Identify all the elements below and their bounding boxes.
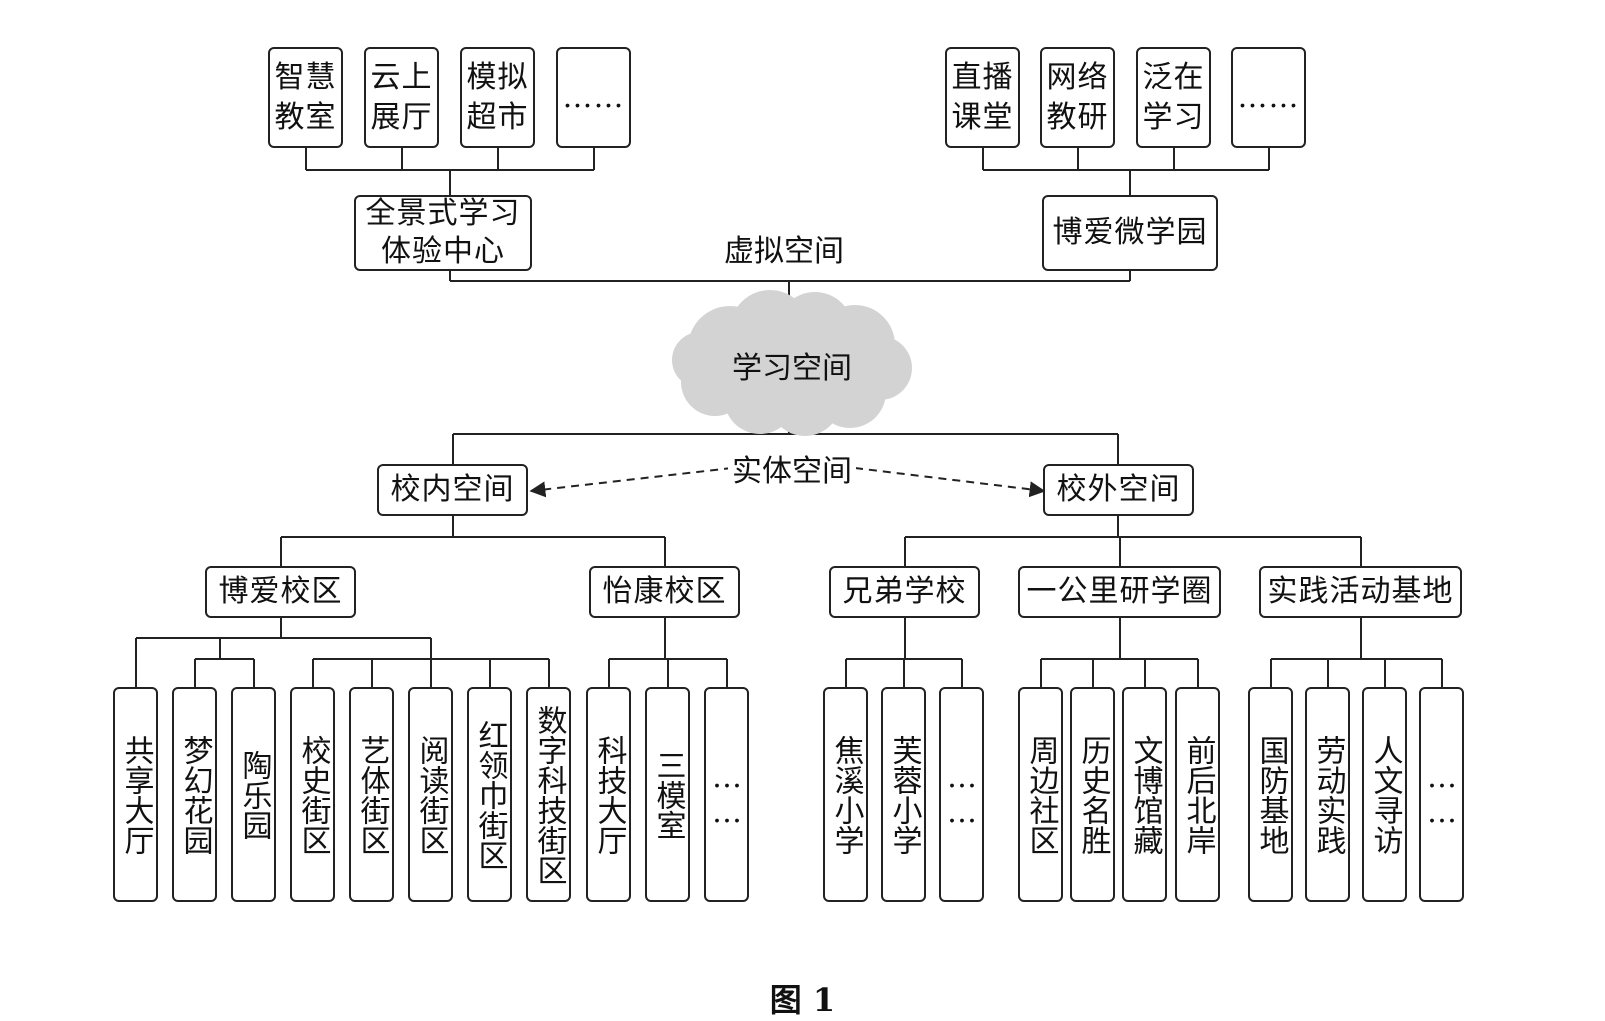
leaf-tech-hall: 科技大厅 (586, 687, 631, 902)
node-boai-campus: 博爱校区 (205, 566, 356, 618)
leaf-historic-sites: 历史名胜 (1070, 687, 1115, 902)
node-label: 云上 展厅 (370, 59, 433, 135)
cloud-shape (672, 290, 912, 436)
node-label: 博爱微学园 (1052, 215, 1208, 250)
node-etc-top-right: …… (1231, 47, 1306, 148)
node-label: 网络 教研 (1046, 59, 1109, 135)
leaf-three-model-room: 三模室 (645, 687, 690, 902)
leaf-furong-school: 芙蓉小学 (881, 687, 926, 902)
node-yikang-campus: 怡康校区 (589, 566, 740, 618)
leaf-label: …… (944, 759, 980, 830)
node-label: 一公里研学圈 (1026, 574, 1213, 609)
leaf-label: 人文寻访 (1367, 734, 1403, 855)
leaf-label: 文博馆藏 (1127, 734, 1163, 855)
leaf-label: 陶乐园 (236, 749, 272, 840)
cloud-puff (672, 332, 728, 388)
node-label: 泛在 学习 (1142, 59, 1205, 135)
figure-caption: 图 1 (769, 981, 836, 1019)
node-live-class: 直播 课堂 (945, 47, 1020, 148)
leaf-etc-sister: …… (939, 687, 984, 902)
connector-top-right (982, 148, 1270, 195)
cloud-puff (735, 310, 845, 420)
connector-virtual-bus (449, 271, 1131, 318)
dashed-arrow-right (854, 467, 1046, 498)
connector-yikang-leaves (608, 618, 728, 687)
node-label: 直播 课堂 (951, 59, 1014, 135)
leaf-label: …… (709, 759, 745, 830)
leaf-jiaoxi-school: 焦溪小学 (823, 687, 868, 902)
connector-base-leaves (1270, 618, 1443, 687)
leaf-reading-block: 阅读街区 (408, 687, 453, 902)
connector-outside (904, 516, 1362, 566)
label-physical-space: 实体空间 (728, 446, 856, 490)
node-one-km-circle: 一公里研学圈 (1018, 566, 1221, 618)
leaf-label: 艺体街区 (354, 734, 390, 855)
node-cloud-hall: 云上 展厅 (364, 47, 439, 148)
node-ubiquitous-learning: 泛在 学习 (1136, 47, 1211, 148)
leaf-label: 数字科技街区 (531, 704, 567, 885)
connector-sister-leaves (845, 618, 963, 687)
node-label: 校内空间 (390, 472, 515, 507)
leaf-label: 梦幻花园 (177, 734, 213, 855)
connector-top-left (305, 148, 595, 195)
leaf-label: 科技大厅 (591, 734, 627, 855)
leaf-label: 校史街区 (295, 734, 331, 855)
connector-boai-leaves (135, 618, 550, 687)
leaf-museums: 文博馆藏 (1122, 687, 1167, 902)
connector-circle-leaves (1040, 618, 1199, 687)
dashed-arrow-left (529, 467, 733, 498)
leaf-label: 芙蓉小学 (886, 734, 922, 855)
leaf-red-scarf-block: 红领巾街区 (467, 687, 512, 902)
node-practice-base: 实践活动基地 (1259, 566, 1462, 618)
leaf-label: 红领巾街区 (472, 719, 508, 870)
node-label: …… (1237, 79, 1300, 115)
leaf-label: 三模室 (650, 749, 686, 840)
node-boai-micro-campus: 博爱微学园 (1042, 195, 1218, 271)
node-smart-classroom: 智慧 教室 (268, 47, 343, 148)
leaf-label: 阅读街区 (413, 734, 449, 855)
node-simulated-market: 模拟 超市 (460, 47, 535, 148)
node-label: 博爱校区 (218, 574, 343, 609)
node-label: …… (562, 79, 625, 115)
node-label: 模拟 超市 (466, 59, 529, 135)
node-label: 怡康校区 (602, 574, 727, 609)
leaf-north-bank: 前后北岸 (1175, 687, 1220, 902)
leaf-history-block: 校史街区 (290, 687, 335, 902)
node-label: 实践活动基地 (1267, 574, 1454, 609)
connector-inside (280, 516, 666, 566)
leaf-label: 共享大厅 (118, 734, 154, 855)
leaf-etc-base: …… (1419, 687, 1464, 902)
node-label: 全景式学习 体验中心 (365, 196, 521, 269)
leaf-label: 历史名胜 (1075, 734, 1111, 855)
leaf-dream-garden: 梦幻花园 (172, 687, 217, 902)
label-virtual-space: 虚拟空间 (720, 226, 848, 270)
node-sister-school: 兄弟学校 (829, 566, 980, 618)
leaf-arts-sports-block: 艺体街区 (349, 687, 394, 902)
leaf-label: 前后北岸 (1180, 734, 1216, 855)
leaf-labor-practice: 劳动实践 (1305, 687, 1350, 902)
node-outside-school: 校外空间 (1043, 464, 1194, 516)
label-learning-space: 学习空间 (732, 351, 852, 386)
node-inside-school: 校内空间 (377, 464, 528, 516)
node-label: 智慧 教室 (274, 59, 337, 135)
leaf-label: 焦溪小学 (828, 734, 864, 855)
leaf-shared-hall: 共享大厅 (113, 687, 158, 902)
node-online-research: 网络 教研 (1040, 47, 1115, 148)
node-panoramic-center: 全景式学习 体验中心 (354, 195, 532, 271)
leaf-label: 国防基地 (1253, 734, 1289, 855)
node-etc-top-left: …… (556, 47, 631, 148)
leaf-cultural-tour: 人文寻访 (1362, 687, 1407, 902)
leaf-pottery-park: 陶乐园 (231, 687, 276, 902)
leaf-defense-base: 国防基地 (1248, 687, 1293, 902)
node-label: 兄弟学校 (842, 574, 967, 609)
leaf-label: 劳动实践 (1310, 734, 1346, 855)
leaf-digital-tech-block: 数字科技街区 (526, 687, 571, 902)
leaf-community: 周边社区 (1018, 687, 1063, 902)
leaf-label: …… (1424, 759, 1460, 830)
leaf-etc-yikang: …… (704, 687, 749, 902)
node-label: 校外空间 (1056, 472, 1181, 507)
leaf-label: 周边社区 (1023, 734, 1059, 855)
